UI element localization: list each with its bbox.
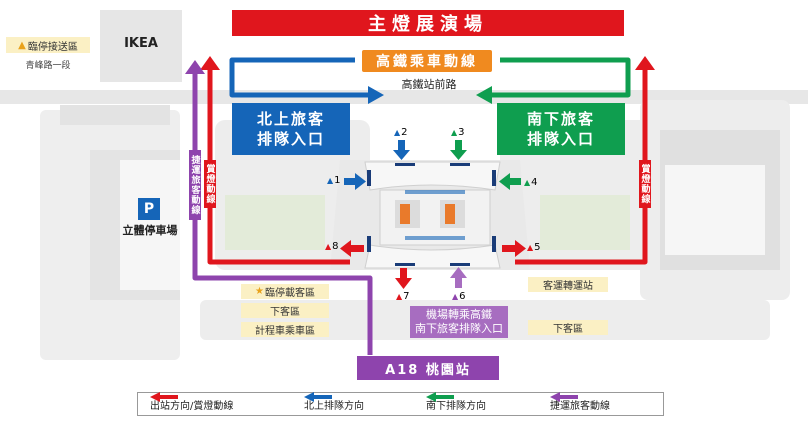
bus-transfer-label: 客運轉運站 <box>528 277 608 292</box>
northbound-entrance-box: 北上旅客 排隊入口 <box>232 103 350 155</box>
exit-vertical-label-left: 賞燈動線 <box>204 160 216 208</box>
temp-stop-passenger-text: 臨停載客區 <box>264 288 315 299</box>
airport-transfer-line1: 機場轉乘高鐵 <box>426 308 492 321</box>
southbound-entrance-box: 南下旅客 排隊入口 <box>497 103 625 155</box>
gate-label-6: ▲6 <box>452 291 466 302</box>
gate-label-4: ▲4 <box>524 177 538 188</box>
gate-label-5: ▲5 <box>527 242 541 253</box>
main-stage-banner: 主燈展演場 <box>232 10 624 36</box>
station-box: A18 桃園站 <box>357 356 499 380</box>
legend-red-arrow-icon <box>150 392 178 402</box>
northbound-entrance-line2: 排隊入口 <box>256 130 325 148</box>
legend-blue-arrow-icon <box>304 392 332 402</box>
taxi-label: 計程車乘車區 <box>241 322 329 337</box>
gate-label-1: ▲1 <box>327 175 341 186</box>
legend-item-exit: 出站方向/賞燈動線 <box>150 392 233 416</box>
gate-label-2: ▲2 <box>394 127 408 138</box>
station-building <box>330 160 530 270</box>
temp-dropoff-label: ▲ 臨停接送區 <box>6 37 90 53</box>
hsr-route-banner: 高鐵乘車動線 <box>362 50 492 72</box>
gate-label-3: ▲3 <box>451 127 465 138</box>
temp-stop-passenger-label: ★ 臨停載客區 <box>241 284 329 299</box>
gate-label-8: ▲8 <box>325 241 339 252</box>
southbound-entrance-line1: 南下旅客 <box>526 110 595 128</box>
airport-transfer-box: 機場轉乘高鐵 南下旅客排隊入口 <box>410 306 508 338</box>
legend-item-southbound: 南下排隊方向 <box>426 392 486 416</box>
legend <box>137 392 664 416</box>
star-icon: ★ <box>255 286 264 297</box>
parking-icon: P <box>138 198 160 220</box>
hsr-front-road-label: 高鐵站前路 <box>401 78 457 91</box>
warning-triangle-icon: ▲ <box>18 39 26 51</box>
mrt-vertical-label: 捷運旅客動線 <box>189 150 201 220</box>
map-ground <box>0 10 808 360</box>
legend-item-northbound: 北上排隊方向 <box>304 392 364 416</box>
gate-arrows <box>340 140 526 289</box>
southbound-flow-lines <box>476 57 631 104</box>
legend-item-mrt: 捷運旅客動線 <box>550 392 610 416</box>
ikea-label: IKEA <box>124 35 158 51</box>
parking-label: 立體停車場 <box>122 224 178 237</box>
northbound-entrance-line1: 北上旅客 <box>256 110 325 128</box>
temp-dropoff-text: 臨停接送區 <box>27 41 78 53</box>
exit-vertical-label-right: 賞燈動線 <box>639 160 651 208</box>
southbound-entrance-line2: 排隊入口 <box>526 130 595 148</box>
airport-transfer-line2: 南下旅客排隊入口 <box>415 322 503 335</box>
gate-label-7: ▲7 <box>396 291 410 302</box>
northbound-flow-lines <box>229 57 384 104</box>
legend-green-arrow-icon <box>426 392 454 402</box>
legend-purple-arrow-icon <box>550 392 578 402</box>
dropoff-right-label: 下客區 <box>528 320 608 335</box>
dropoff-left-label: 下客區 <box>241 303 329 318</box>
road-name-label: 青峰路一段 <box>25 60 71 71</box>
